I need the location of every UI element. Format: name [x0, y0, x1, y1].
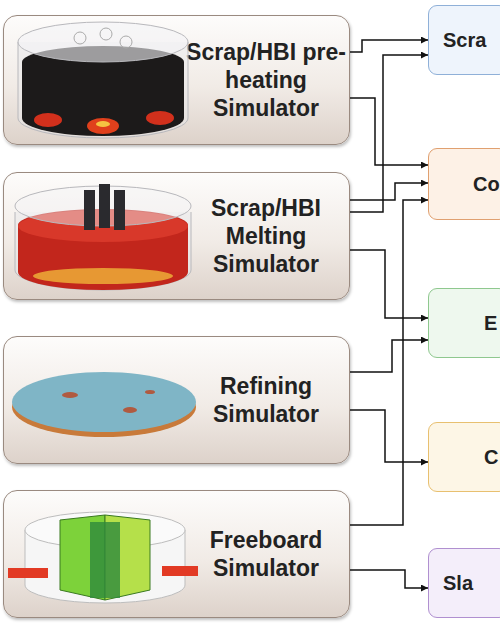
flow-arrow: [350, 340, 428, 372]
simulator-box: Freeboard Simulator: [3, 490, 350, 618]
preheating-illustration: [18, 22, 188, 138]
flow-arrow: [350, 570, 428, 588]
molten-bath: [18, 209, 188, 290]
output-box: Sla: [428, 548, 500, 618]
electrode: [114, 190, 125, 230]
output-box: Scra: [428, 5, 500, 75]
output-box: Co: [428, 148, 500, 220]
output-box: E: [428, 288, 500, 358]
flow-arrow: [350, 40, 428, 52]
simulator-box: Scrap/HBI pre-heating Simulator: [3, 15, 350, 145]
hot-spot: [34, 113, 62, 127]
simulator-label: Scrap/HBI Melting Simulator: [182, 173, 350, 299]
hot-zone: [33, 268, 173, 284]
section-plane: [60, 515, 105, 600]
bath-surface: [12, 372, 196, 432]
refining-illustration: [12, 372, 196, 437]
roof-port: [74, 32, 86, 44]
freeboard-illustration: [8, 512, 198, 603]
freeboard-roof: [25, 512, 185, 548]
scrap-charge: [22, 46, 184, 136]
flow-arrow: [350, 98, 428, 165]
flow-arrow: [350, 410, 428, 462]
flow-arrow: [350, 183, 428, 200]
output-label: Scra: [443, 29, 486, 52]
surface-spot: [145, 390, 155, 394]
slag-edge: [12, 377, 196, 437]
output-label: C: [484, 446, 498, 469]
melting-illustration: [15, 184, 191, 290]
flow-arrow: [350, 55, 428, 212]
hot-spot: [96, 121, 110, 127]
hot-spot: [146, 111, 174, 125]
electrode: [84, 190, 95, 230]
duct-flow: [162, 566, 198, 576]
furnace-roof: [15, 186, 191, 226]
furnace-shell: [18, 42, 188, 138]
output-label: Co: [473, 173, 500, 196]
duct-flow: [8, 568, 48, 578]
output-label: E: [484, 312, 497, 335]
hot-spot: [87, 118, 119, 134]
simulator-label: Scrap/HBI pre-heating Simulator: [182, 16, 350, 144]
flow-arrow: [350, 200, 428, 525]
section-plane: [105, 515, 150, 600]
simulator-box: Scrap/HBI Melting Simulator: [3, 172, 350, 300]
flow-arrow: [350, 250, 428, 318]
output-box: C: [428, 422, 500, 492]
bath-surface: [18, 210, 188, 242]
surface-spot: [62, 392, 78, 398]
roof-port: [120, 36, 132, 48]
freeboard-shell: [25, 530, 185, 603]
electrode: [99, 184, 110, 228]
section-plane: [90, 522, 120, 598]
simulator-box: Refining Simulator: [3, 336, 350, 464]
output-label: Sla: [443, 572, 473, 595]
simulator-label: Refining Simulator: [182, 337, 350, 463]
furnace-shell: [15, 212, 191, 290]
furnace-roof: [18, 22, 188, 62]
surface-spot: [123, 407, 137, 413]
simulator-label: Freeboard Simulator: [182, 491, 350, 617]
roof-port: [100, 28, 112, 40]
